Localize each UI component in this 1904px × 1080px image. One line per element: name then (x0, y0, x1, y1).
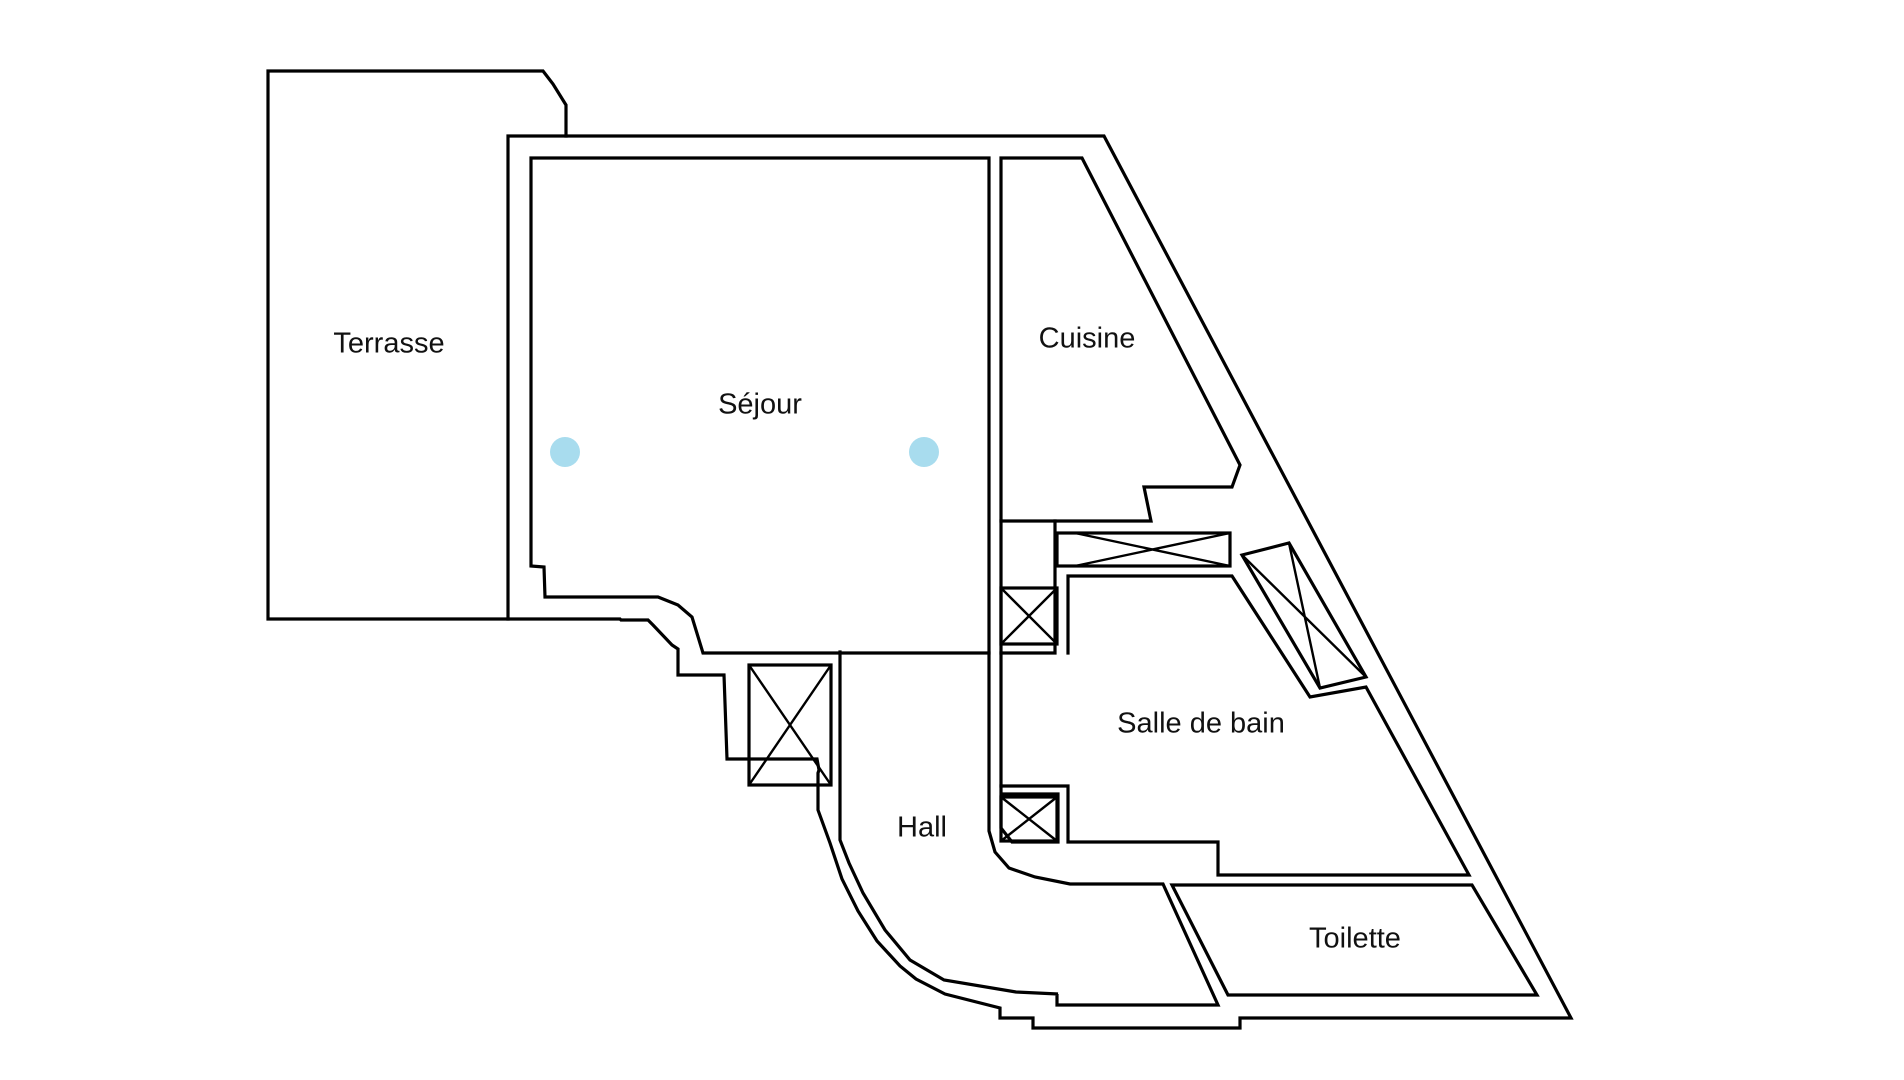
room-label-hall: Hall (897, 812, 947, 844)
room-label-terrasse: Terrasse (333, 328, 444, 360)
shaft-kitchen-horizontal (1055, 531, 1232, 568)
room-label-sejour: Séjour (718, 389, 802, 421)
marker-dot-right (909, 437, 939, 467)
terrasse-outline (266, 69, 568, 621)
salle-de-bain-inner-wall (999, 574, 1472, 877)
outer-wall (506, 134, 1574, 1030)
sejour-inner-wall (529, 156, 991, 655)
shaft-diagonal (1239, 541, 1369, 690)
hall-inner-wall (838, 519, 1221, 1007)
toilette-outline (1169, 883, 1540, 997)
marker-dot-left (550, 437, 580, 467)
room-label-cuisine: Cuisine (1039, 323, 1136, 355)
shaft-corridor-lower (999, 795, 1059, 843)
room-label-salle-de-bain: Salle de bain (1117, 708, 1285, 740)
cuisine-inner-wall (999, 156, 1242, 523)
shaft-corridor-upper (999, 586, 1059, 646)
room-label-toilette: Toilette (1309, 923, 1401, 955)
shaft-hall (747, 663, 833, 787)
